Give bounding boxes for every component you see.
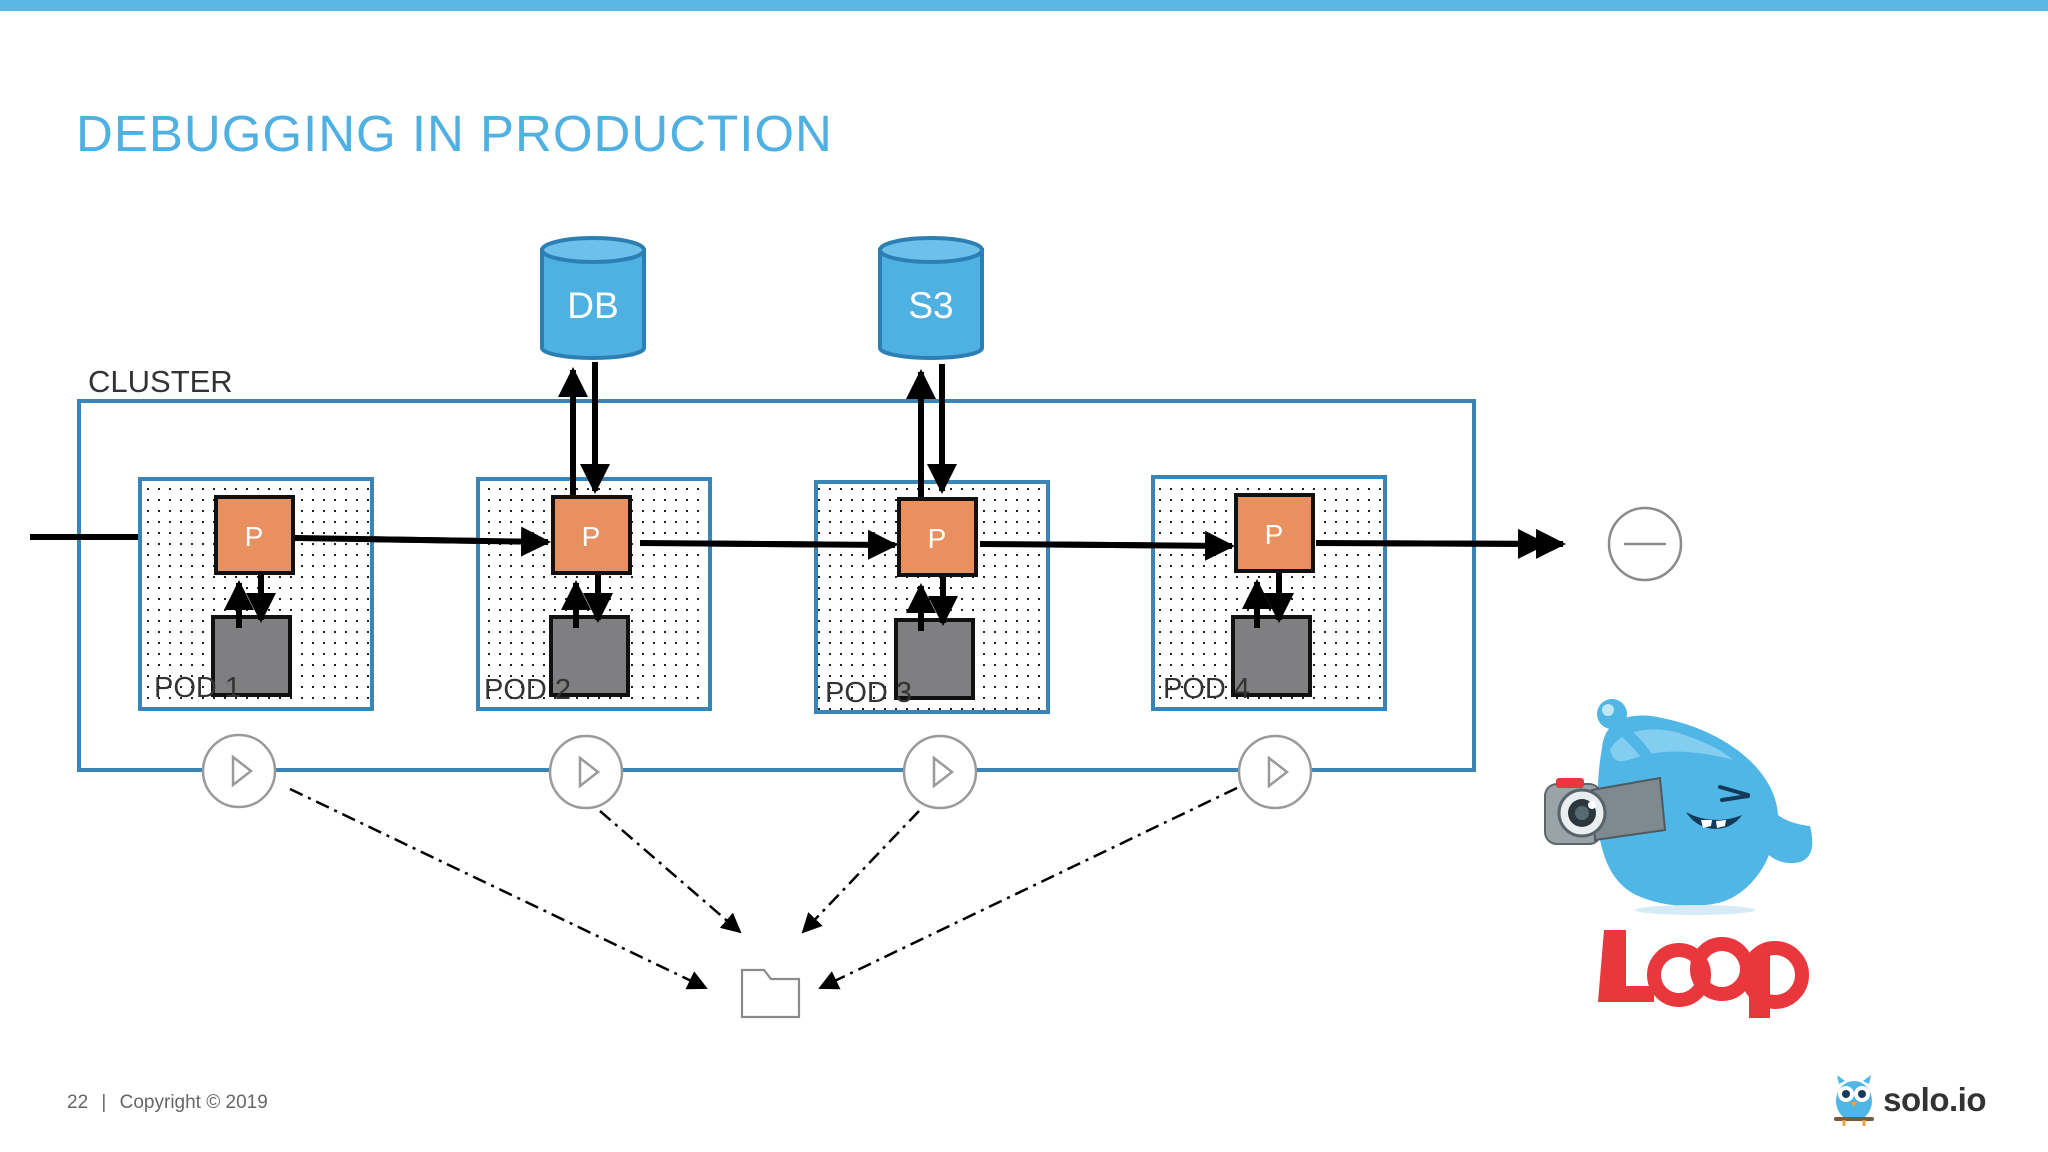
proxy-3: [897, 497, 978, 577]
proxy-3-label: P: [928, 523, 947, 554]
s3-store: S3: [878, 236, 984, 360]
pod-4-label: POD 4: [1163, 673, 1250, 705]
app-container-3: [894, 618, 975, 700]
slide-footer: 22 | Copyright © 2019: [67, 1092, 268, 1114]
record-icon: [902, 734, 978, 810]
loop-mascot-logo: [1544, 699, 1813, 1018]
database-label: DB: [567, 285, 618, 326]
copyright-text: Copyright © 2019: [119, 1092, 268, 1113]
proxy-1-label: P: [245, 521, 264, 552]
capture-flows: [289, 786, 1238, 990]
record-icon: [201, 733, 277, 809]
footer-separator: |: [101, 1092, 107, 1113]
cluster-label: CLUSTER: [88, 364, 233, 399]
owl-logo-icon: [1834, 1075, 1875, 1126]
database-store: DB: [540, 236, 646, 360]
company-brand: solo.io: [1831, 1070, 1986, 1130]
proxy-2: [551, 495, 632, 575]
s3-label: S3: [908, 285, 953, 326]
page-number: 22: [67, 1092, 89, 1113]
pod-3-label: POD 3: [825, 677, 912, 709]
record-icon: [1237, 734, 1313, 810]
folder-icon: [740, 968, 801, 1019]
app-container-4: [1231, 615, 1312, 697]
proxy-4: [1234, 493, 1315, 573]
proxy-2-label: P: [582, 521, 601, 552]
record-icon: [548, 734, 624, 810]
slide-title: DEBUGGING IN PRODUCTION: [76, 105, 833, 162]
app-container-2: [549, 615, 630, 697]
proxy-1: [214, 495, 295, 575]
app-container-1: [211, 615, 292, 697]
company-name: solo.io: [1883, 1081, 1986, 1118]
proxy-4-label: P: [1265, 519, 1284, 550]
pod-1-label: POD 1: [154, 672, 241, 704]
pod-2-label: POD 2: [484, 674, 571, 706]
cluster-boundary: [77, 399, 1476, 772]
top-accent-bar: [0, 0, 2048, 11]
minus-circle-icon: [1607, 506, 1683, 582]
